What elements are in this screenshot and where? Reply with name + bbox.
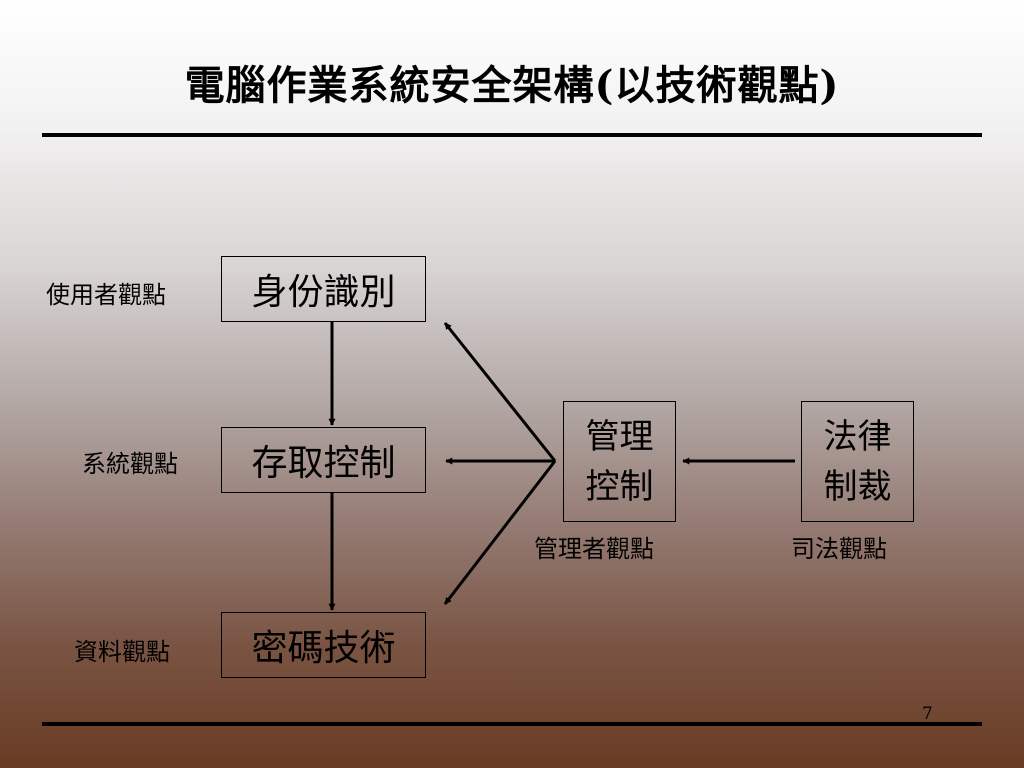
management-line-2: 控制 [585,466,654,507]
box-access-control: 存取控制 [221,427,426,493]
slide-title: 電腦作業系統安全架構(以技術觀點) [184,62,840,109]
management-line-1: 管理 [585,416,654,457]
law-line-1: 法律 [823,416,892,457]
box-management-control: 管理 控制 [563,401,676,522]
footer-divider [42,722,982,726]
label-user-view: 使用者觀點 [46,281,166,309]
arrow-management-to-crypto [443,460,557,605]
label-judicial-view: 司法觀點 [791,535,887,563]
law-line-2: 制裁 [823,466,892,507]
box-identification: 身份識別 [221,256,426,322]
label-manager-view: 管理者觀點 [534,535,654,563]
label-system-view: 系統觀點 [82,450,178,478]
arrow-management-to-identification [443,322,557,462]
label-data-view: 資料觀點 [74,638,170,666]
box-legal-sanction: 法律 制裁 [801,401,914,522]
title-divider [42,133,982,137]
box-cryptography: 密碼技術 [221,612,426,678]
page-number: 7 [922,704,933,724]
